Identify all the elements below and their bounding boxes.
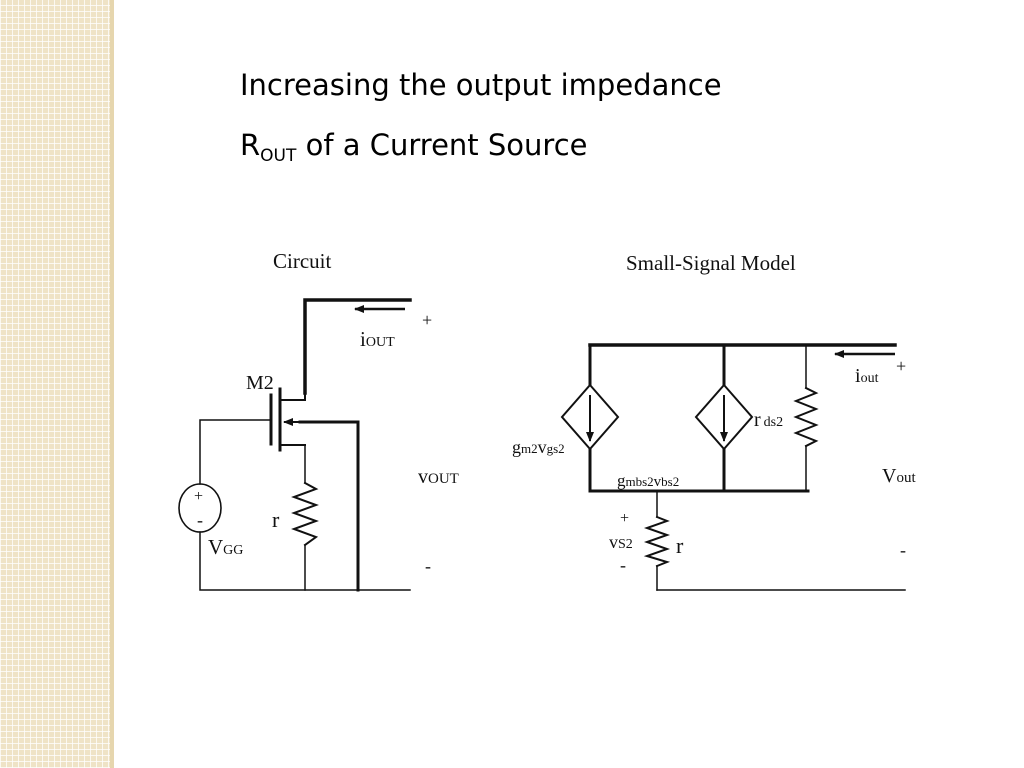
- title-line-2-text: of a Current Source: [305, 128, 588, 162]
- model-heading: Small-Signal Model: [626, 251, 796, 275]
- model-current-label: iout: [855, 365, 879, 387]
- circuit-voltage-label: vOUT: [418, 466, 459, 488]
- circuit-current-label: iOUT: [360, 327, 395, 351]
- model-voltage-label: Vout: [882, 465, 916, 487]
- r-symbol: R: [240, 128, 261, 162]
- circuit-schematic: Circuit + iOUT M2 + - VGG r vOUT -: [178, 249, 459, 592]
- decorative-side-band: [0, 0, 110, 768]
- body-wire: [298, 420, 360, 592]
- source-plus: +: [194, 488, 203, 505]
- source-resistor-label: r: [272, 507, 280, 532]
- source-label: VGG: [208, 535, 243, 559]
- source-minus: -: [197, 510, 203, 530]
- r-subscript: OUT: [260, 146, 297, 166]
- circuit-heading: Circuit: [273, 249, 331, 273]
- transistor-label: M2: [246, 372, 274, 394]
- model-source-resistor-icon: [643, 515, 671, 568]
- vs-plus: +: [620, 510, 629, 527]
- drain-wire: [303, 298, 412, 395]
- rds-resistor-icon: [793, 386, 819, 448]
- model-resistor-label: r: [676, 533, 684, 558]
- circuit-minus-terminal: -: [425, 556, 431, 576]
- gate-wire: [199, 419, 272, 485]
- ground-wire: [199, 531, 411, 591]
- model-plus-terminal: +: [896, 356, 906, 376]
- circuit-plus-terminal: +: [422, 310, 432, 330]
- gm-label: gm2vgs2: [512, 437, 565, 457]
- side-band-edge: [110, 0, 114, 768]
- gmbs-label: gmbs2vbs2: [617, 471, 679, 490]
- model-minus-terminal: -: [900, 540, 906, 560]
- slide-title-line-2: ROUT of a Current Source: [240, 128, 588, 166]
- source-resistor-icon: [291, 481, 319, 547]
- small-signal-model: Small-Signal Model + iout gm2vgs2 gmbs2v…: [512, 251, 916, 591]
- vs-label: vS2: [609, 532, 633, 552]
- slide-title-line-1: Increasing the output impedance: [240, 68, 722, 102]
- vs-minus: -: [620, 555, 626, 575]
